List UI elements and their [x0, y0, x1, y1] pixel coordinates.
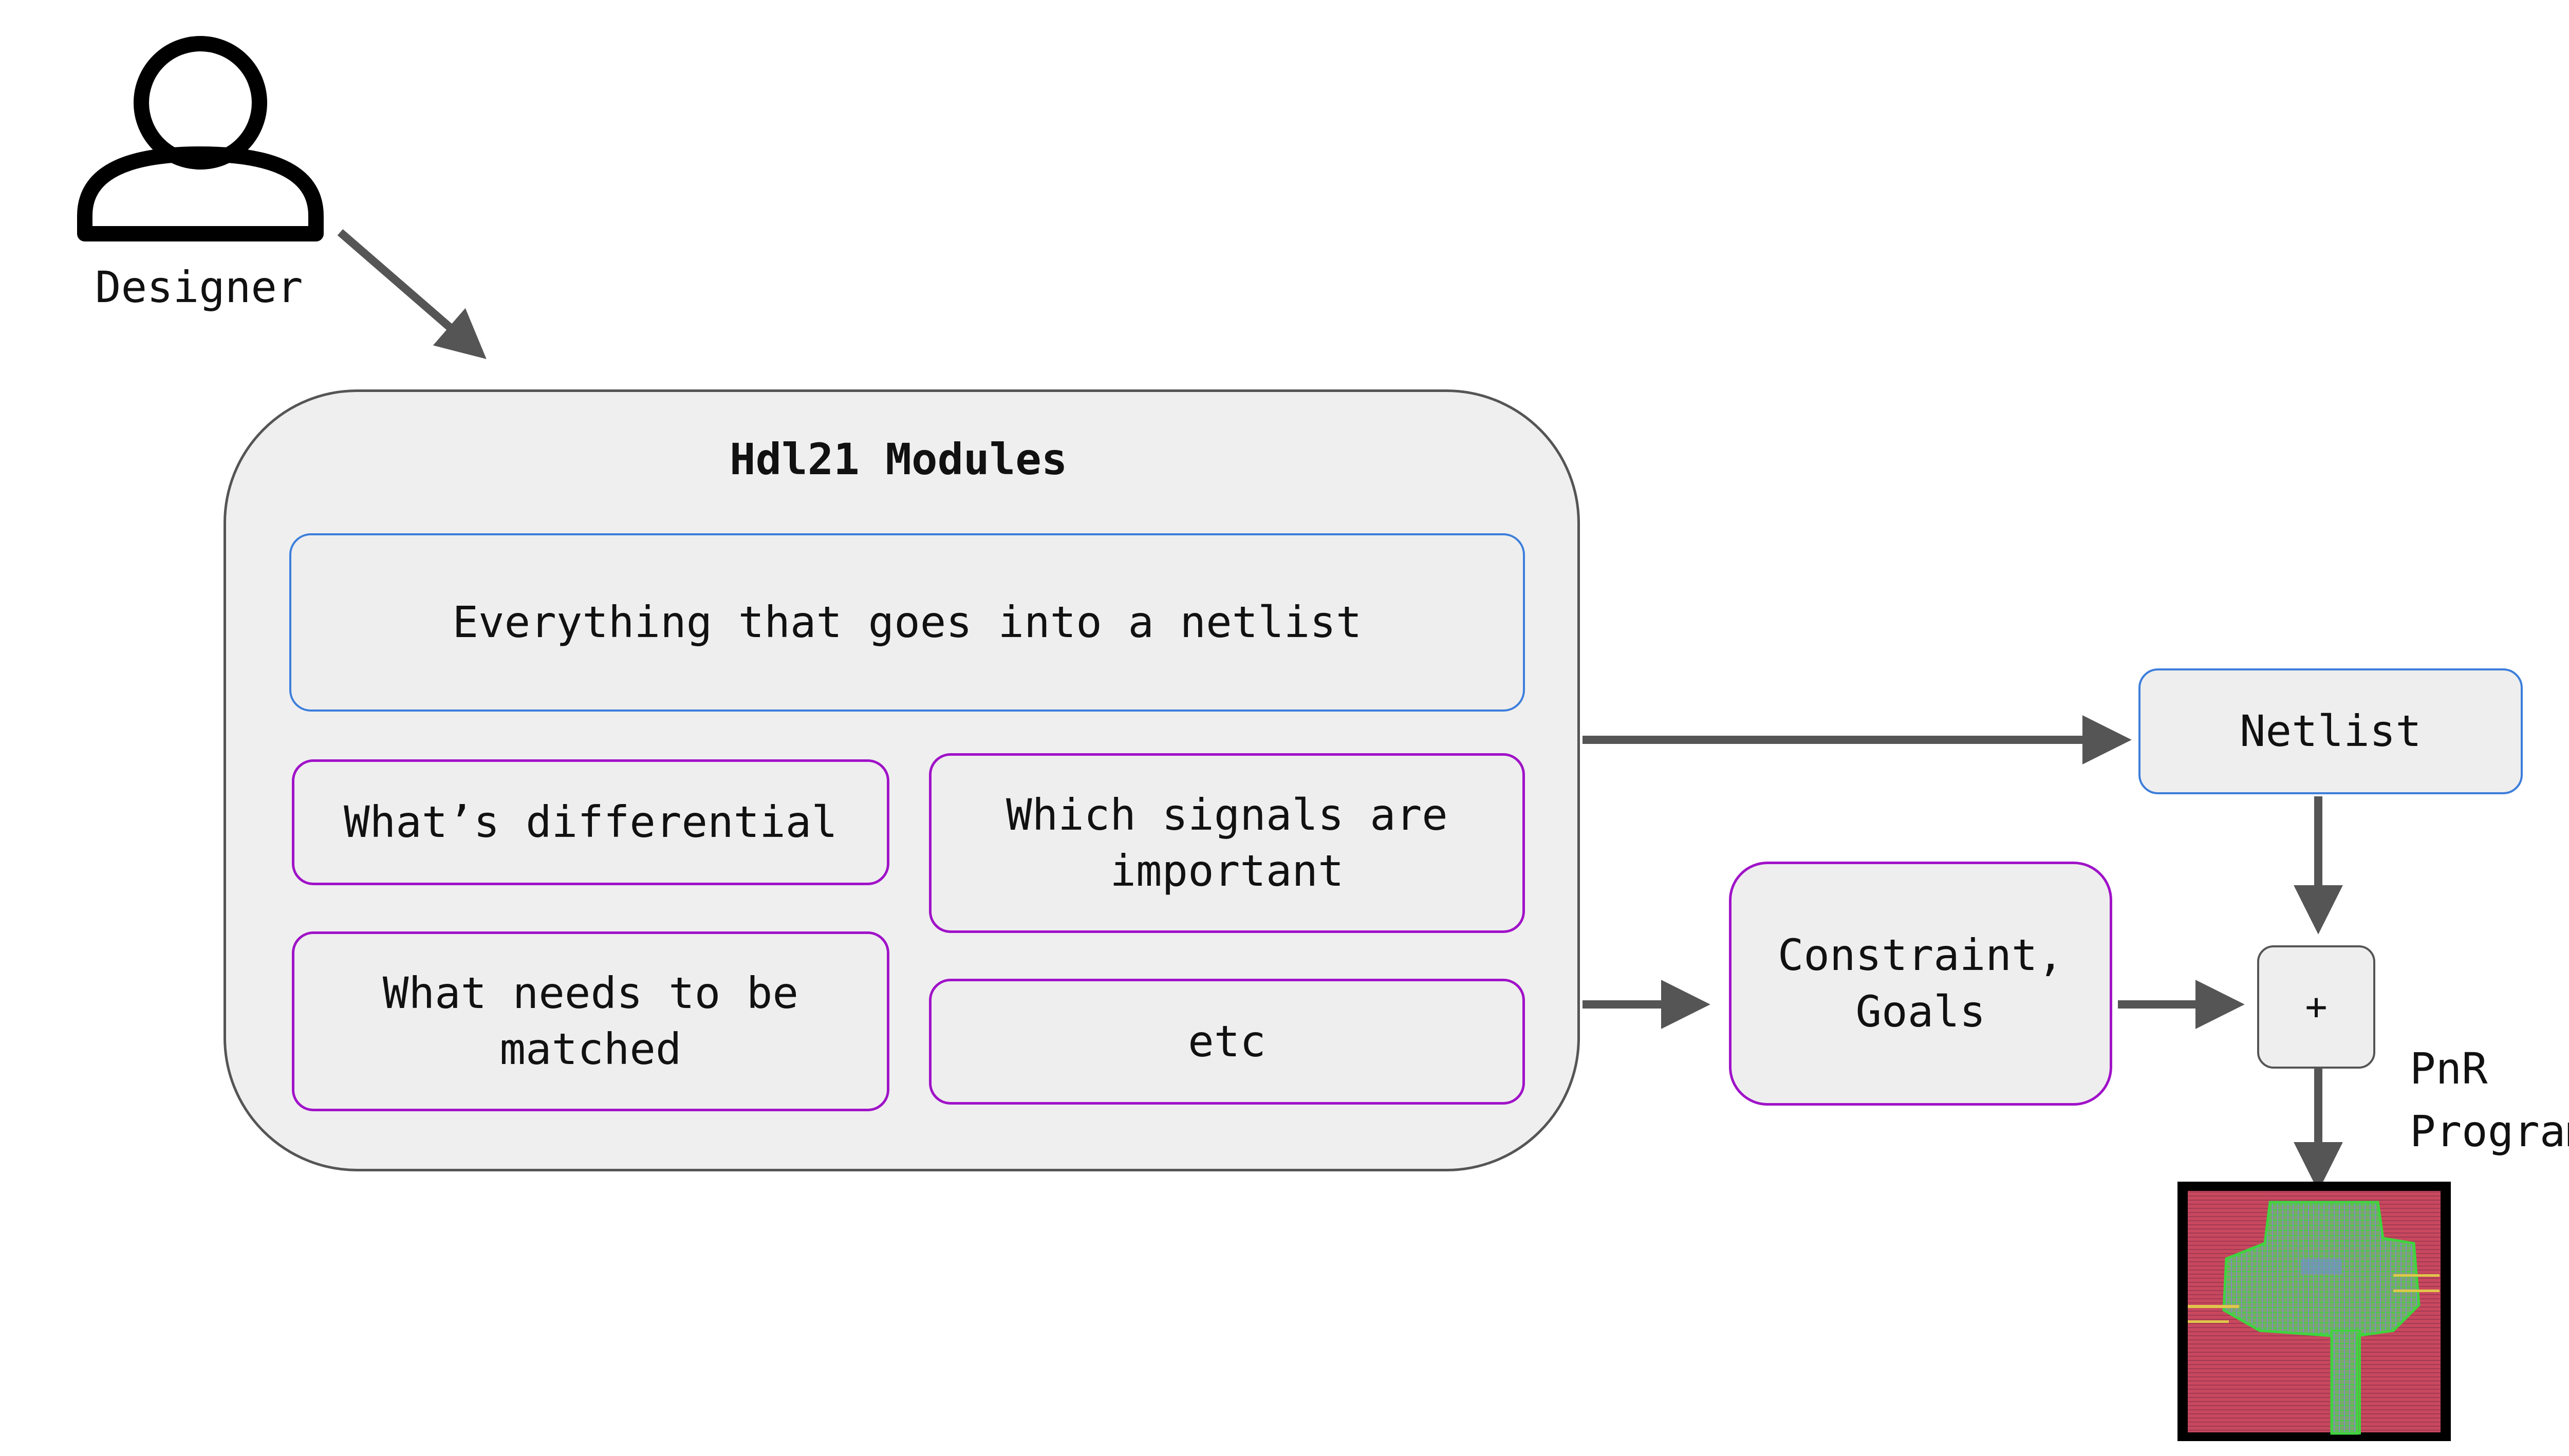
important-signals-box: Which signals are important — [929, 753, 1525, 933]
designer-label: Designer — [95, 262, 303, 312]
chip-layout-image — [2177, 1182, 2451, 1441]
plus-box: + — [2257, 945, 2375, 1069]
differential-box: What’s differential — [292, 759, 889, 885]
person-icon — [77, 36, 324, 241]
constraints-box: Constraint, Goals — [1729, 862, 2112, 1106]
netlist-box: Netlist — [2138, 668, 2523, 794]
etc-box: etc — [929, 979, 1525, 1105]
arrow-designer-to-modules — [337, 229, 487, 359]
netlist-contents-box: Everything that goes into a netlist — [289, 533, 1525, 712]
pnr-label: PnR Program — [2410, 1043, 2569, 1156]
matched-box: What needs to be matched — [292, 931, 889, 1111]
modules-title: Hdl21 Modules — [730, 434, 1068, 484]
